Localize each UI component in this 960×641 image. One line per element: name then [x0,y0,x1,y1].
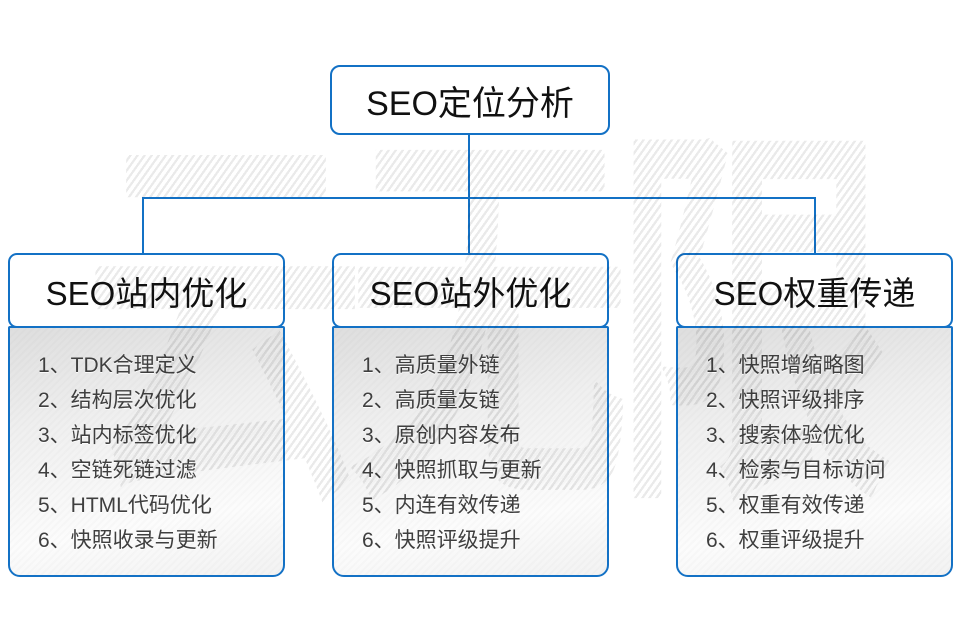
column-header-offsite: SEO站外优化 [332,253,609,328]
list-item: 2、高质量友链 [362,389,500,412]
root-node-seo-positioning: SEO定位分析 [330,65,610,135]
connector-drop-left [142,197,144,254]
list-item: 2、快照评级排序 [706,389,865,412]
list-item: 6、快照收录与更新 [38,529,218,552]
column-title: SEO权重传递 [713,274,916,312]
list-item: 1、TDK合理定义 [38,354,197,377]
column-title: SEO站外优化 [369,274,572,312]
list-item: 1、高质量外链 [362,354,500,377]
list-item: 1、快照增缩略图 [706,354,865,377]
list-item: 4、空链死链过滤 [38,459,197,482]
list-item: 4、快照抓取与更新 [362,459,542,482]
column-list-onsite: 1、TDK合理定义 2、结构层次优化 3、站内标签优化 4、空链死链过滤 5、H… [8,326,285,577]
list-item: 5、HTML代码优化 [38,494,212,517]
list-item: 6、快照评级提升 [362,529,521,552]
column-list-offsite: 1、高质量外链 2、高质量友链 3、原创内容发布 4、快照抓取与更新 5、内连有… [332,326,609,577]
list-item: 5、内连有效传递 [362,494,521,517]
list-item: 2、结构层次优化 [38,389,197,412]
list-item: 5、权重有效传递 [706,494,865,517]
connector-root-vertical [468,135,470,198]
column-list-weight-transfer: 1、快照增缩略图 2、快照评级排序 3、搜索体验优化 4、检索与目标访问 5、权… [676,326,953,577]
root-node-label: SEO定位分析 [366,84,574,123]
list-item: 6、权重评级提升 [706,529,865,552]
list-item: 3、原创内容发布 [362,424,521,447]
list-item: 3、搜索体验优化 [706,424,865,447]
list-item: 4、检索与目标访问 [706,459,886,482]
connector-drop-right [814,197,816,254]
column-header-weight-transfer: SEO权重传递 [676,253,953,328]
connector-horizontal-bus [142,197,816,199]
column-title: SEO站内优化 [45,274,248,312]
list-item: 3、站内标签优化 [38,424,197,447]
column-header-onsite: SEO站内优化 [8,253,285,328]
connector-drop-middle [468,197,470,254]
